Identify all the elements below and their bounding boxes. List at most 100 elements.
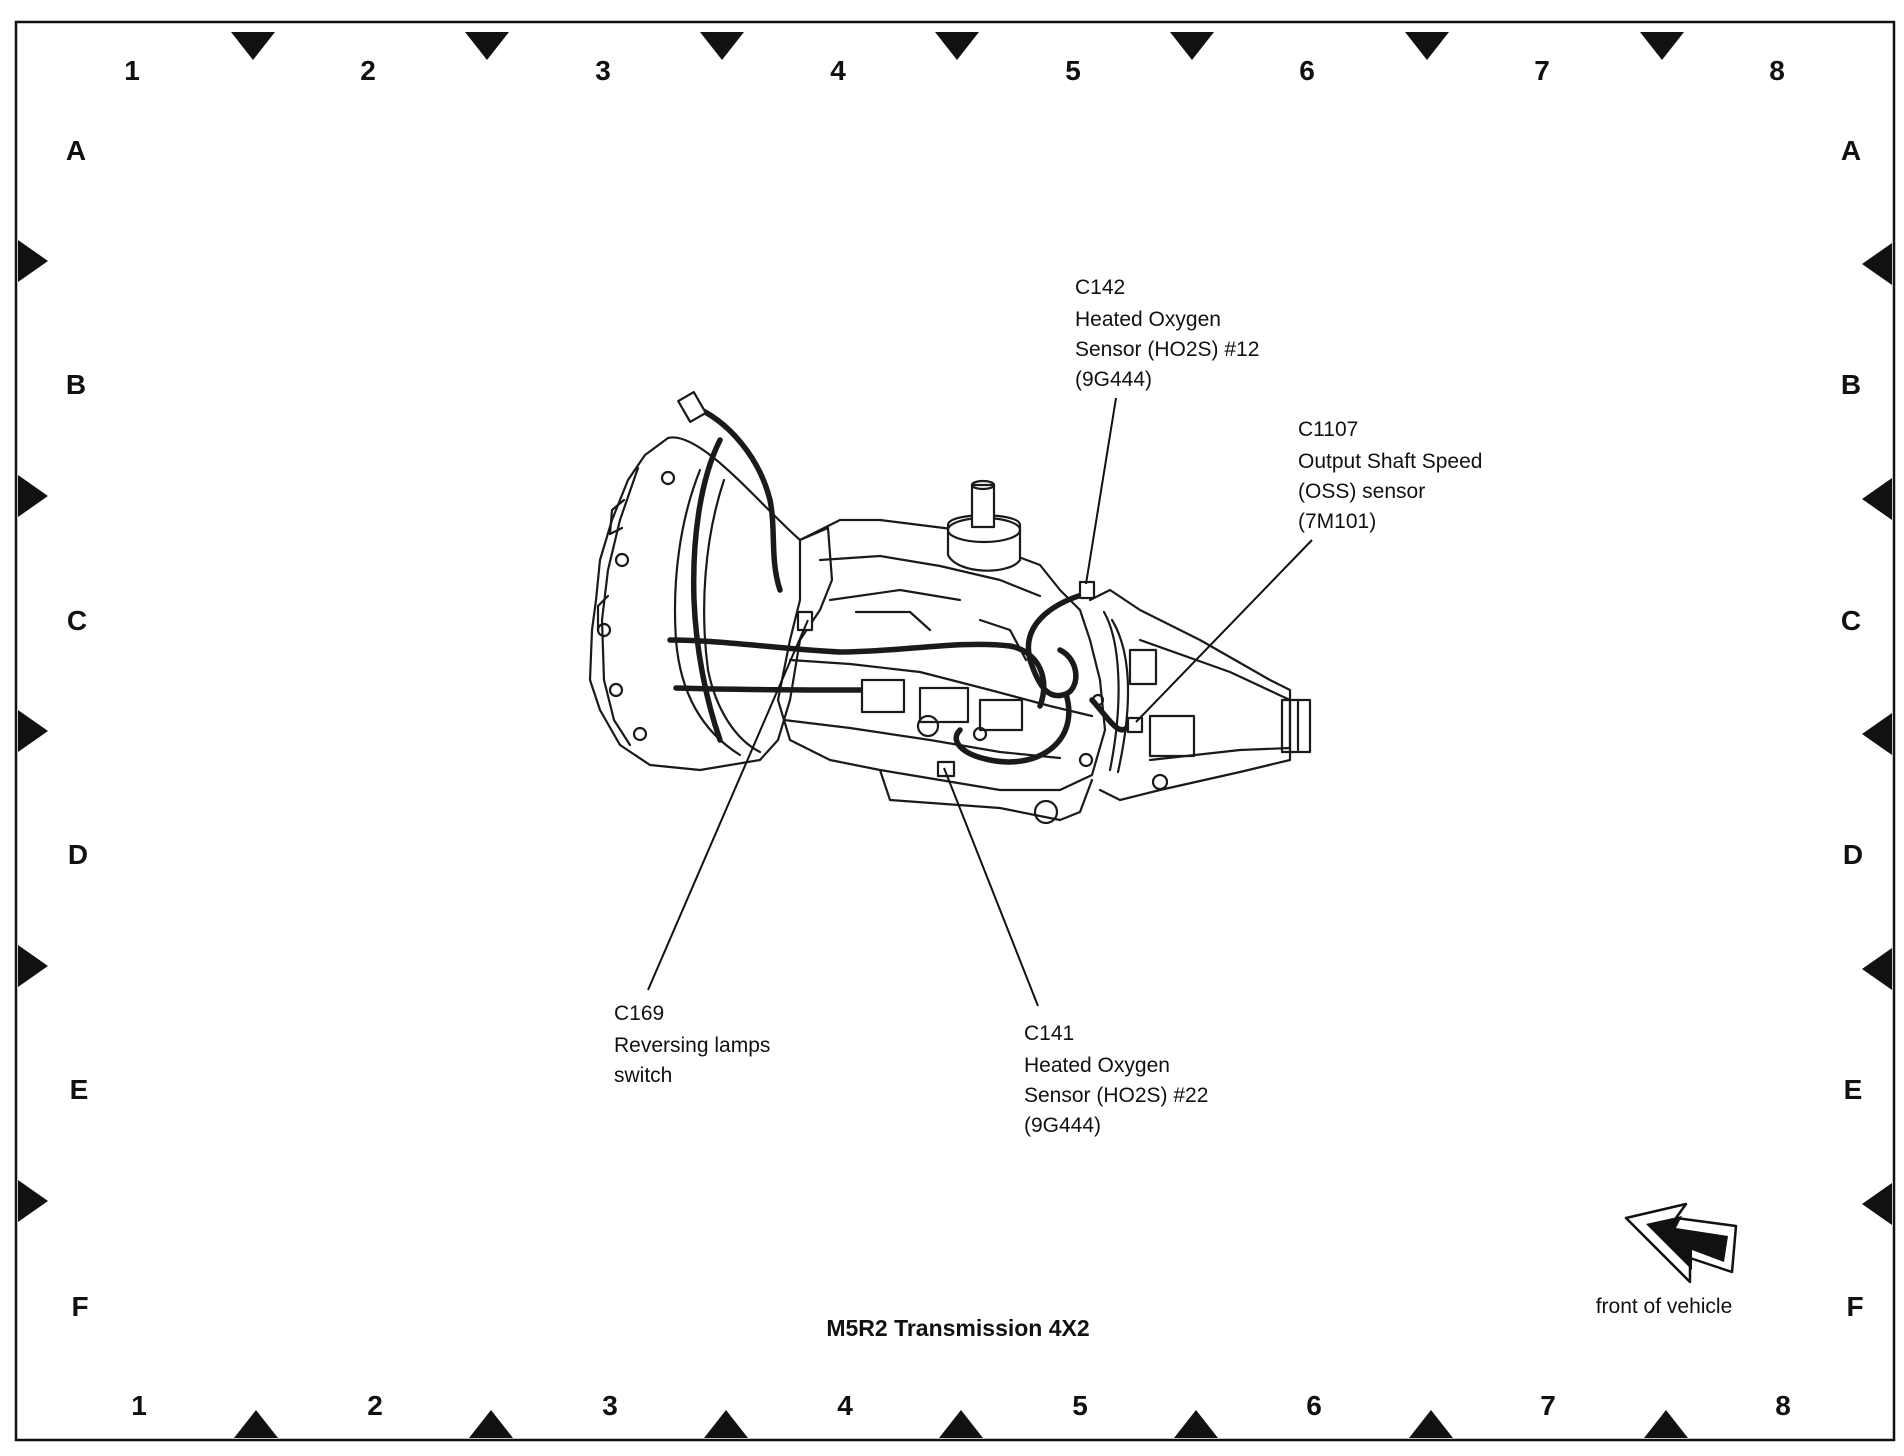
page-frame [14,20,1896,1442]
grid-marker-right [1862,478,1892,520]
bell-housing [588,436,834,772]
callout-c142-line: C142 [1075,276,1125,299]
top-grid-markers [231,32,1684,60]
harness-connector [677,391,707,423]
bell-bolt [596,622,612,638]
extension-line [1138,638,1292,702]
callout-c141: C141 Heated Oxygen Sensor (HO2S) #22 (9G… [1024,1022,1208,1137]
callout-c142: C142 Heated Oxygen Sensor (HO2S) #12 (9G… [1075,276,1259,391]
grid-marker-left [18,475,48,517]
row-label-right-d: D [1843,839,1863,870]
case-bottom [878,768,1094,822]
col-label-bottom-6: 6 [1306,1390,1322,1421]
grid-marker-bottom [1644,1410,1688,1438]
col-label-bottom-3: 3 [602,1390,618,1421]
row-label-right-f: F [1846,1291,1863,1322]
case-rib [854,610,932,632]
callout-c1107-line: (OSS) sensor [1298,480,1425,503]
extension-ring [1102,610,1120,772]
callout-c141-line: C141 [1024,1022,1074,1045]
bell-housing-inner [673,468,742,757]
extension-ring [1110,618,1130,774]
col-label-top-7: 7 [1534,55,1550,86]
bell-tab [596,594,610,632]
case-plug [916,714,940,738]
row-label-left-c: C [67,605,87,636]
output-yoke [1280,698,1312,754]
harness-connector [1078,580,1096,600]
extension-line [1148,746,1292,762]
bottom-column-labels: 1 2 3 4 5 6 7 8 [131,1390,1791,1421]
grid-marker-bottom [234,1410,278,1438]
grid-marker-left [18,710,48,752]
row-label-left-f: F [71,1291,88,1322]
leader-lines [647,397,1313,1007]
leader-line-c1107 [1135,539,1313,723]
extension-housing [1088,588,1292,802]
grid-marker-right [1862,243,1892,285]
diagram-title: M5R2 Transmission 4X2 [826,1315,1089,1341]
grid-marker-left [18,1180,48,1222]
wiring-harness-rear [1025,589,1095,699]
grid-marker-top [231,32,275,60]
harness-connector [1126,716,1144,734]
case-rib [978,618,1028,662]
row-label-right-e: E [1844,1074,1863,1105]
callout-c1107-line: (7M101) [1298,510,1376,533]
shift-lever-stub [970,483,996,529]
case-panel [860,678,906,714]
extension-boss [1128,648,1158,686]
shift-lever-cap [970,479,996,491]
row-label-left-e: E [70,1074,89,1105]
grid-marker-left [18,945,48,987]
extension-mount [1148,714,1196,758]
col-label-bottom-5: 5 [1072,1390,1088,1421]
row-label-right-c: C [1841,605,1861,636]
case-rib [828,588,962,602]
grid-marker-bottom [1174,1410,1218,1438]
row-label-right-b: B [1841,369,1861,400]
left-grid-markers [18,240,48,1222]
callout-c1107: C1107 Output Shaft Speed (OSS) sensor (7… [1298,418,1482,533]
grid-marker-top [1640,32,1684,60]
leader-line-c141 [943,767,1039,1007]
bell-housing-rib [703,478,762,754]
row-label-left-d: D [68,839,88,870]
leader-line-c169 [647,619,809,991]
callout-c142-line: Sensor (HO2S) #12 [1075,338,1259,361]
wiring-harness-upper [687,402,783,593]
col-label-top-4: 4 [830,55,846,86]
wiring-harness-bell [690,437,723,743]
grid-marker-top [1170,32,1214,60]
harness-connector [796,610,814,632]
row-label-left-b: B [66,369,86,400]
callout-c142-line: (9G444) [1075,368,1152,391]
leader-line-c142 [1085,397,1117,585]
top-column-labels: 1 2 3 4 5 6 7 8 [124,55,1785,86]
callout-c169-line: Reversing lamps [614,1034,770,1057]
grid-marker-bottom [704,1410,748,1438]
grid-marker-right [1862,948,1892,990]
col-label-bottom-4: 4 [837,1390,853,1421]
callout-c1107-line: C1107 [1298,418,1358,441]
col-label-bottom-7: 7 [1540,1390,1556,1421]
bell-bolt [608,682,624,698]
transmission-illustration [588,391,1312,825]
col-label-top-1: 1 [124,55,140,86]
bell-bolt [632,726,648,742]
col-label-bottom-1: 1 [131,1390,147,1421]
col-label-top-8: 8 [1769,55,1785,86]
harness-connector [936,760,956,778]
grid-marker-bottom [939,1410,983,1438]
wiring-harness-main [667,637,1047,709]
callout-c142-line: Heated Oxygen [1075,308,1221,331]
grid-marker-top [465,32,509,60]
callout-c169-line: switch [614,1064,672,1087]
grid-marker-top [1405,32,1449,60]
bottom-grid-markers [234,1410,1688,1438]
case-panel [978,698,1024,732]
bell-tab [608,498,626,536]
case-mid-line [788,658,1094,718]
output-yoke-ribs [1288,700,1300,752]
